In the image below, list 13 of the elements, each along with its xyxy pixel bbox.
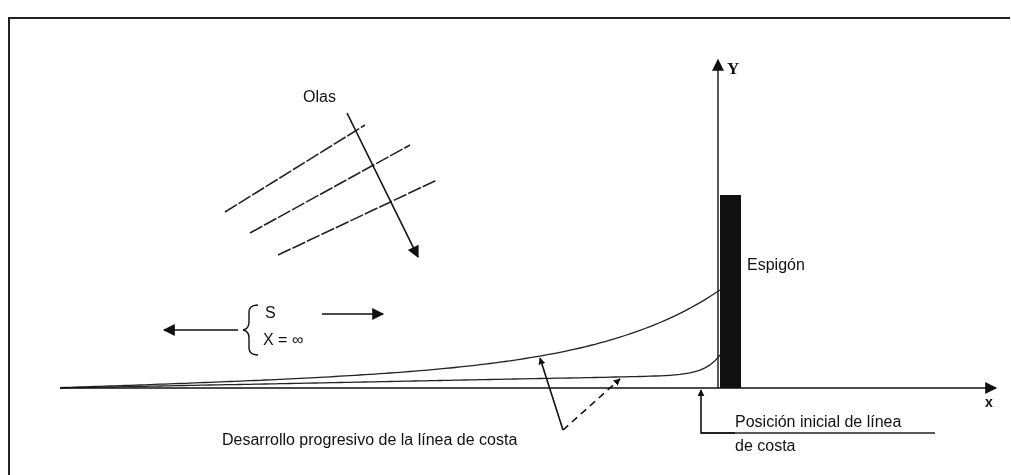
leader-line [697,389,736,434]
groyne-bar [720,195,741,388]
annotation-text: Posición inicial de línea de costa [735,410,913,458]
y-axis-label: Y [727,60,740,79]
leader-line [538,357,564,431]
leader-line [562,378,621,431]
x-axis-label: x [985,395,993,411]
distance-label: X = ∞ [263,331,304,349]
x-axis [59,382,998,394]
caption-text: Desarrollo progresivo de la línea de costa [222,428,652,452]
waves-label: Olas [303,88,336,106]
transport-label: S [265,304,276,322]
groyne-label: Espigón [747,256,805,274]
